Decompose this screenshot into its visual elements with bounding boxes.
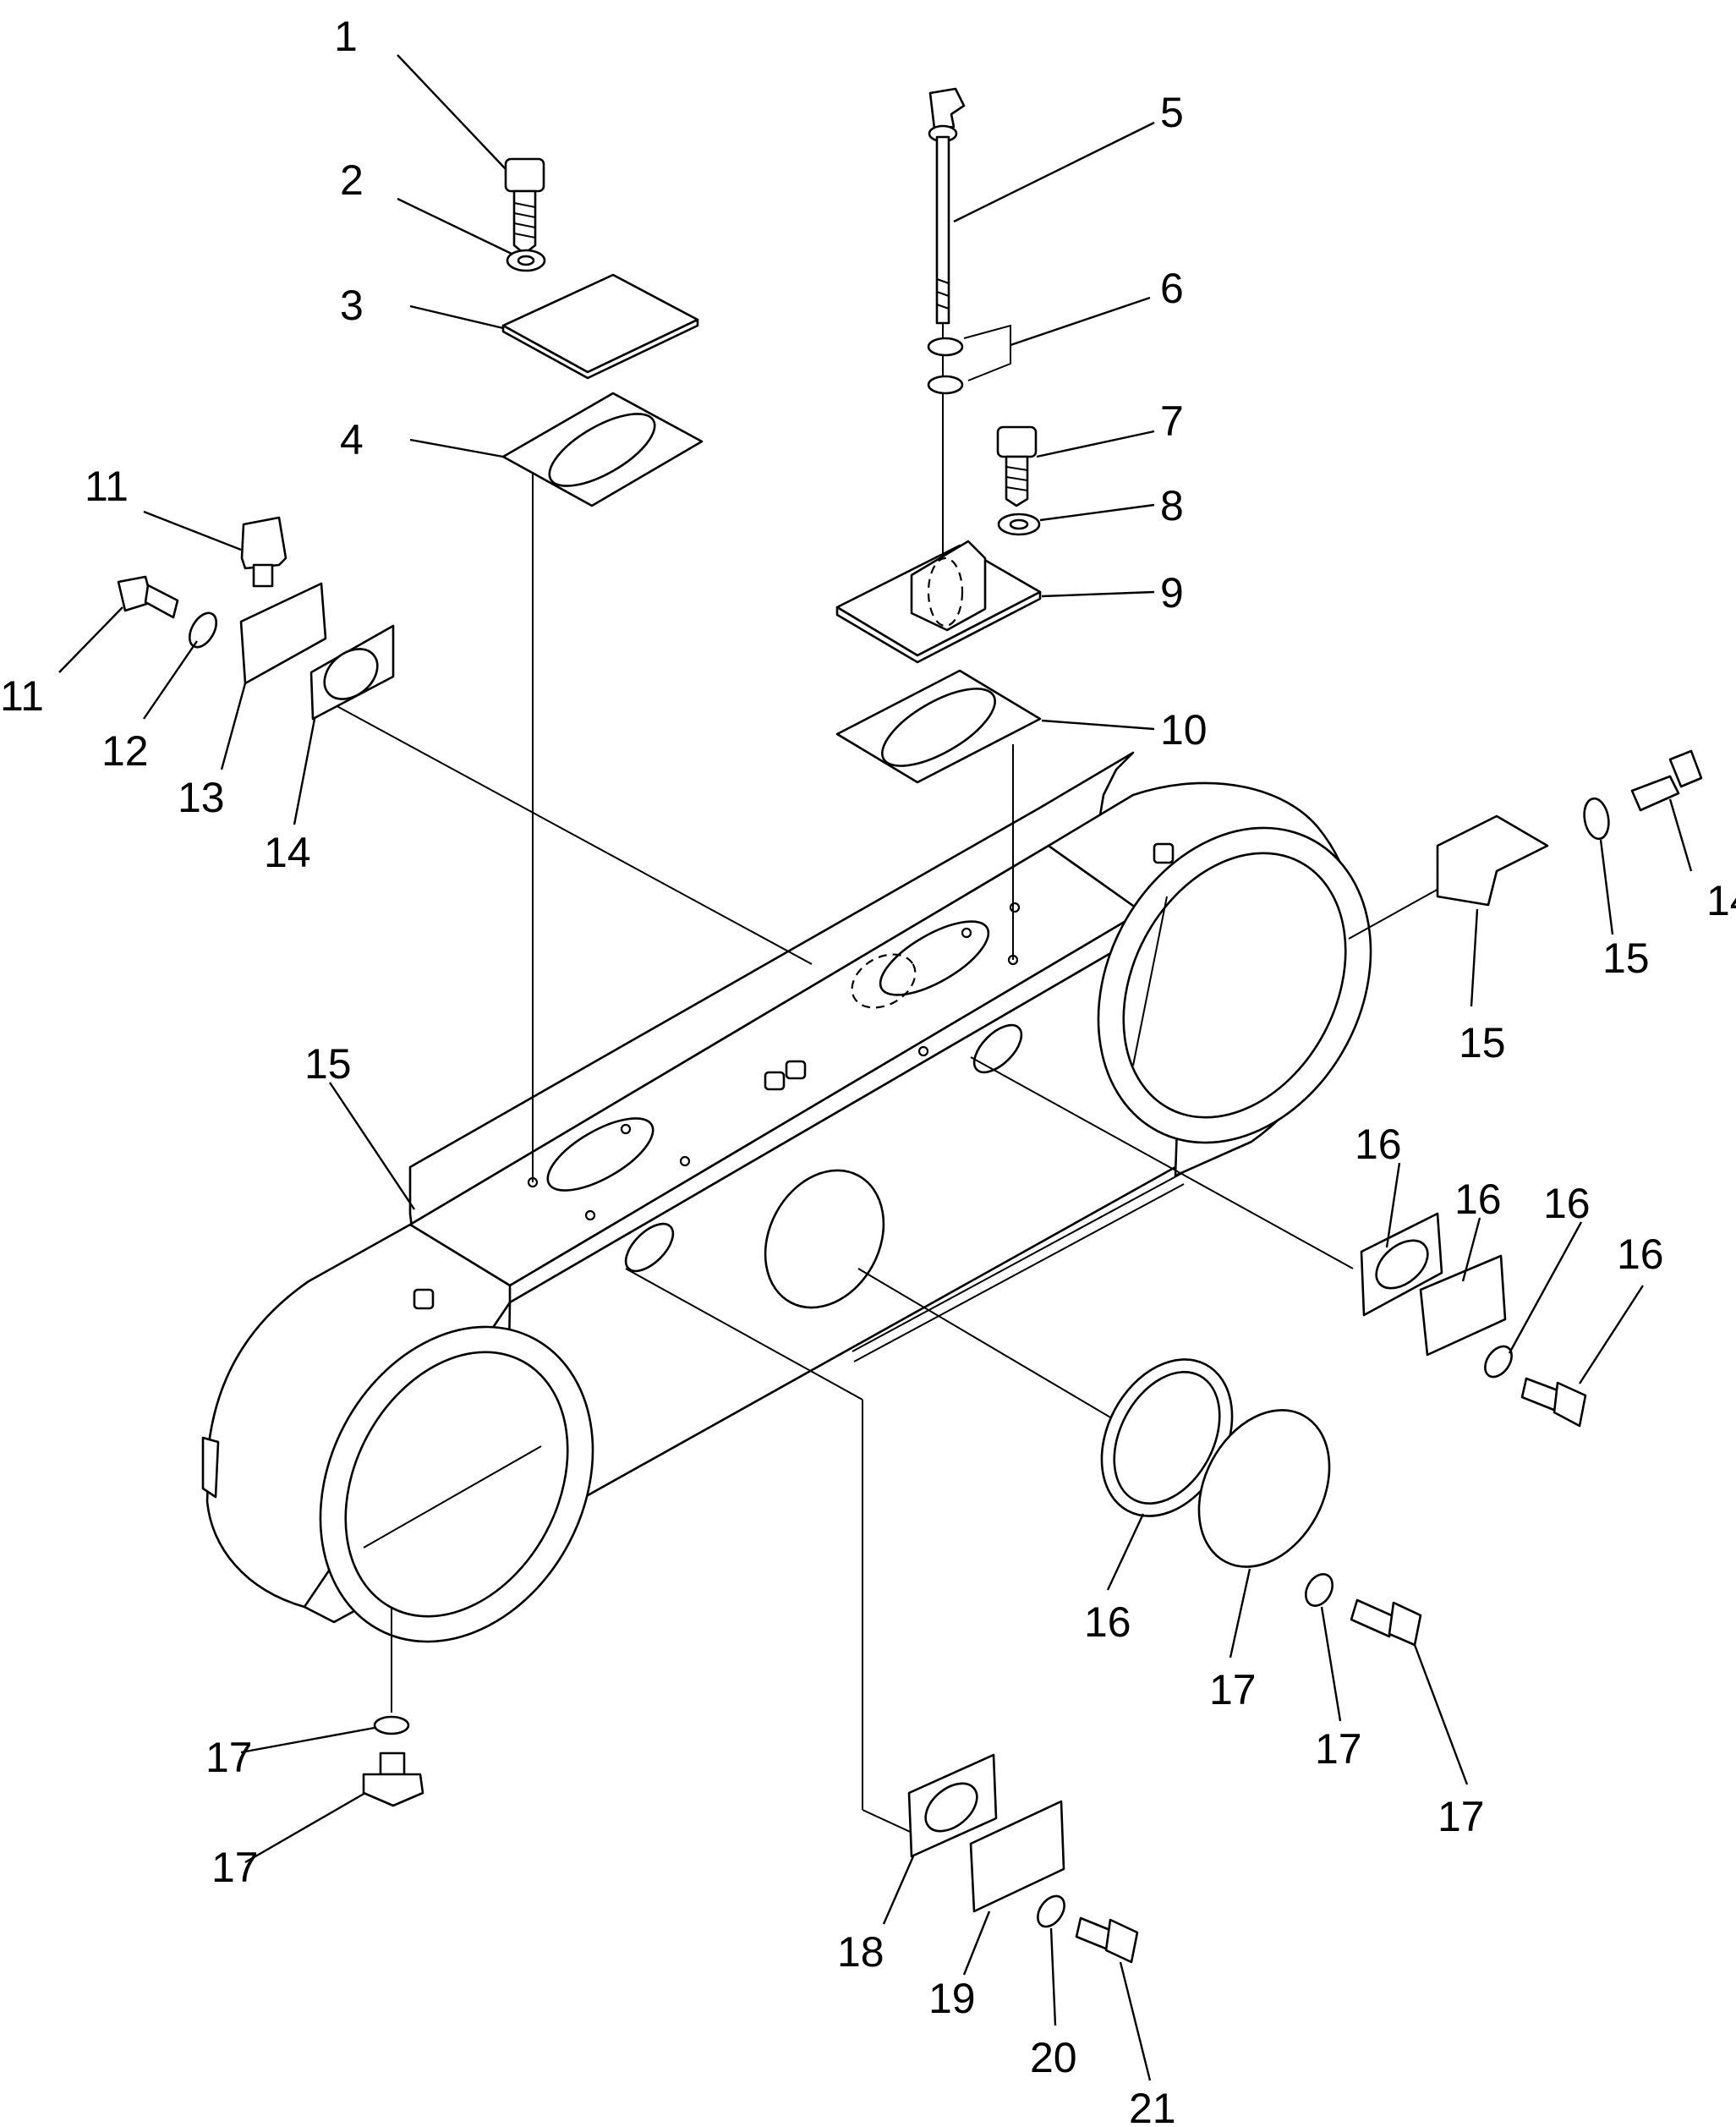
callout-16: 1 <box>334 13 358 60</box>
callout-15: 14 <box>264 829 311 876</box>
callout-13: 11 <box>85 463 129 510</box>
callout-11: 10 <box>1160 706 1208 754</box>
callout-15: 16 <box>1355 1121 1402 1168</box>
case-seam-groove-2 <box>852 1171 1185 1352</box>
callout-20: 17 <box>1438 1793 1485 1840</box>
callout-3: 17 <box>205 1734 253 1781</box>
case-left-tab <box>201 1436 220 1499</box>
bolt-16-left <box>117 575 179 619</box>
gasket-11-lower-opening <box>881 688 996 767</box>
washer-21 <box>1304 1573 1334 1607</box>
final-drive-case <box>201 751 1372 1643</box>
cover-14-bottom <box>969 1800 1065 1913</box>
callout-12: 13 <box>178 774 225 821</box>
o-ring-3 <box>373 1715 410 1735</box>
gasket-15-left-opening <box>323 648 379 700</box>
case-seam-groove <box>853 1183 1185 1362</box>
callout-10: 3 <box>340 282 364 329</box>
cover-14-right <box>1419 1254 1507 1357</box>
bracket-4 <box>1436 814 1549 907</box>
callout-17: 20 <box>1030 2034 1077 2081</box>
callout-16: 21 <box>1129 2085 1176 2127</box>
callout-7: 9 <box>1160 569 1184 617</box>
drain-plug-2 <box>362 1751 424 1807</box>
cover-12 <box>239 582 327 685</box>
bolt-16-right <box>1520 1377 1587 1428</box>
callout-1: 15 <box>304 1040 352 1088</box>
bracket-9 <box>963 324 1011 381</box>
callout-17: 12 <box>101 727 149 775</box>
washer-17-left <box>188 611 218 649</box>
callout-8: 5 <box>1160 89 1184 136</box>
callout-14: 16 <box>1454 1176 1502 1223</box>
callout-11: 4 <box>340 416 364 463</box>
bolt-5 <box>1630 749 1703 812</box>
callout-2: 17 <box>211 1844 259 1891</box>
gasket-19-bore <box>1113 1370 1221 1505</box>
callout-21: 17 <box>1315 1725 1362 1773</box>
gasket-15-right-opening <box>1375 1239 1429 1290</box>
callout-labels: 1 2 3 4 5 6 7 8 9 10 11 11 12 13 14 14 1… <box>0 13 1736 2127</box>
callout-9: 6 <box>1160 265 1184 312</box>
top-opening-center <box>879 920 990 996</box>
assembly-lines <box>320 131 1464 1836</box>
o-ring-9-lower <box>927 375 964 395</box>
gasket-15-bottom-opening <box>924 1782 978 1833</box>
side-round-port <box>764 1169 885 1309</box>
left-bore-inner-line <box>363 1445 542 1549</box>
right-bore-inner-line <box>1132 896 1168 1066</box>
washer-17-top-hole <box>517 255 535 266</box>
top-opening-left <box>546 1117 654 1192</box>
bolt-20 <box>1350 1598 1422 1647</box>
bolt-16-bottom <box>1075 1916 1139 1964</box>
dipstick-8 <box>928 87 966 325</box>
washer-17-bottom <box>1037 1894 1065 1928</box>
right-ring-bore <box>1122 852 1347 1119</box>
callout-18: 17 <box>1209 1666 1257 1713</box>
callout-6: 15 <box>1602 935 1650 982</box>
callout-16: 7 <box>1160 397 1184 445</box>
hidden-opening <box>851 953 917 1009</box>
callout-15: 18 <box>837 1928 884 1976</box>
cover-10 <box>501 273 699 374</box>
callout-19: 16 <box>1084 1598 1131 1646</box>
callout-16: 16 <box>1617 1231 1664 1278</box>
gasket-11-top-opening <box>548 413 656 487</box>
callout-14: 19 <box>928 1975 976 2022</box>
side-opening-left <box>624 1222 675 1273</box>
leader-lines <box>58 54 1693 2081</box>
callout-16: 11 <box>0 672 44 720</box>
washer-17-right <box>1484 1345 1513 1379</box>
cover-7 <box>835 540 1042 664</box>
o-ring-9-upper <box>927 337 964 357</box>
callout-17: 2 <box>340 156 364 204</box>
callout-17: 16 <box>1543 1180 1591 1227</box>
case-seam-lower <box>523 1166 1176 1532</box>
washer-6 <box>1583 797 1610 841</box>
washer-17-mid-hole <box>1009 518 1029 530</box>
callout-17: 8 <box>1160 482 1184 529</box>
callout-4: 15 <box>1459 1019 1506 1066</box>
bolt-16-mid <box>996 425 1038 507</box>
cover-18 <box>1197 1409 1331 1568</box>
callout-5: 14 <box>1706 877 1736 924</box>
top-bosses <box>413 842 1175 1310</box>
cover-10-edge <box>501 318 699 380</box>
bolt-16-top <box>504 157 545 255</box>
plug-13 <box>240 516 288 588</box>
side-opening-right <box>972 1023 1023 1074</box>
